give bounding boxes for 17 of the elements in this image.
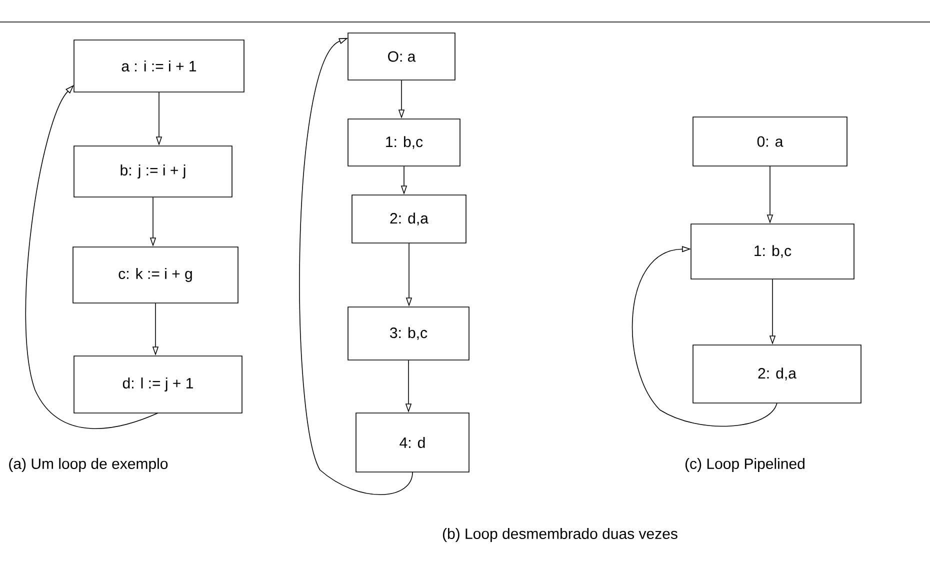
caption: (b) Loop desmembrado duas vezes	[442, 528, 678, 542]
caption: (a) Um loop de exemplo	[9, 458, 168, 472]
process-box: b: j := i + j	[74, 146, 232, 198]
process-box: 4: d	[356, 412, 470, 472]
process-box: c: k := i + g	[72, 246, 238, 304]
process-box: 1: b,c	[690, 224, 854, 280]
process-box: O: a	[348, 32, 456, 80]
arrow	[299, 38, 413, 496]
process-box: 2: d,a	[692, 344, 862, 404]
arrow	[632, 246, 778, 427]
process-box: a : i := i + 1	[74, 40, 244, 92]
process-box: d: l := j + 1	[74, 356, 242, 414]
process-box: 2: d,a	[352, 194, 466, 244]
process-box: 0: a	[692, 116, 848, 166]
process-box: 3: b,c	[348, 306, 470, 360]
process-box: 1: b,c	[348, 118, 460, 166]
caption: (c) Loop Pipelined	[685, 458, 804, 472]
